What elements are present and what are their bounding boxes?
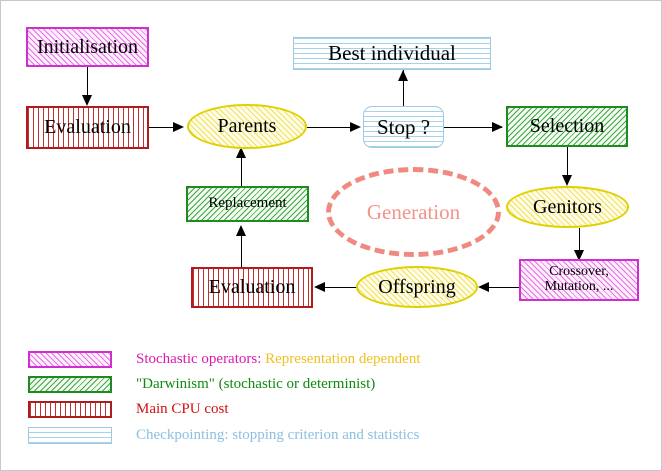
legend-label-darwinism: "Darwinism" (stochastic or determinist) [136,375,376,392]
node-offspring-label: Offspring [378,275,456,298]
edge-initialisation-evaluation [87,67,88,100]
edge-stop-selection [444,127,502,128]
node-initialisation-label: Initialisation [36,35,139,58]
node-initialisation[interactable]: Initialisation [26,27,149,67]
node-genitors[interactable]: Genitors [506,186,629,228]
node-evaluation-top[interactable]: Evaluation [26,106,149,149]
node-crossover-mutation[interactable]: Crossover, Mutation, ... [519,259,639,301]
legend-swatch-blue [28,426,112,444]
arrowhead-initialisation-evaluation [82,95,92,106]
edge-offspring-evaluation [317,287,359,288]
legend-row-stochastic-operators: Stochastic operators: Representation dep… [28,349,421,369]
node-parents-label: Parents [217,115,277,137]
node-selection[interactable]: Selection [506,106,628,147]
node-selection-label: Selection [529,115,605,137]
arrowhead-parents-stop [350,122,361,132]
arrowhead-offspring-evaluation [314,282,325,292]
legend-swatch-red [28,400,112,418]
node-replacement-label: Replacement [208,195,287,212]
arrowhead-genitors-crossover [574,250,584,261]
legend-label-main-cpu-cost: Main CPU cost [136,400,229,417]
arrowhead-stop-selection [492,122,503,132]
arrowhead-selection-genitors [562,175,572,186]
node-parents[interactable]: Parents [187,104,307,149]
node-best-individual[interactable]: Best individual [293,37,491,70]
legend-row-main-cpu-cost: Main CPU cost [28,399,229,419]
legend-swatch-green [28,375,112,393]
legend-accent-representation-dependent: Representation dependent [265,350,421,367]
edge-evaluation-replacement [241,229,242,268]
legend-row-darwinism: "Darwinism" (stochastic or determinist) [28,374,375,394]
legend-label-stochastic-operators: Stochastic operators: Representation dep… [136,351,421,368]
edge-crossover-offspring [482,287,520,288]
node-evaluation-top-label: Evaluation [44,116,131,138]
node-generation: Generation [326,167,501,257]
legend-row-checkpointing: Checkpointing: stopping criterion and st… [28,425,419,445]
edge-stop-best-individual [403,70,404,108]
arrowhead-evaluation-parents [173,122,184,132]
node-evaluation-bottom[interactable]: Evaluation [191,267,313,308]
edge-replacement-parents [241,151,242,187]
edge-genitors-crossover [579,228,580,259]
node-crossover-mutation-label: Crossover, Mutation, ... [544,264,614,294]
node-genitors-label: Genitors [533,195,602,218]
arrowhead-stop-best-individual [398,70,408,81]
node-offspring[interactable]: Offspring [356,266,478,308]
edge-parents-stop [307,127,359,128]
node-evaluation-bottom-label: Evaluation [208,276,296,298]
edge-evaluation-parents [149,127,182,128]
node-stop-label: Stop ? [376,114,431,139]
legend-text-stochastic-operators: Stochastic operators: [136,350,262,367]
node-stop[interactable]: Stop ? [363,106,444,148]
node-generation-label: Generation [366,199,461,224]
arrowhead-replacement-parents [236,147,246,158]
node-best-individual-label: Best individual [328,41,456,66]
node-replacement[interactable]: Replacement [186,186,309,222]
legend-label-checkpointing: Checkpointing: stopping criterion and st… [136,426,420,443]
arrowhead-crossover-offspring [478,282,489,292]
arrowhead-evaluation-replacement [236,225,246,236]
edge-selection-genitors [567,147,568,182]
legend-swatch-magenta [28,350,112,368]
